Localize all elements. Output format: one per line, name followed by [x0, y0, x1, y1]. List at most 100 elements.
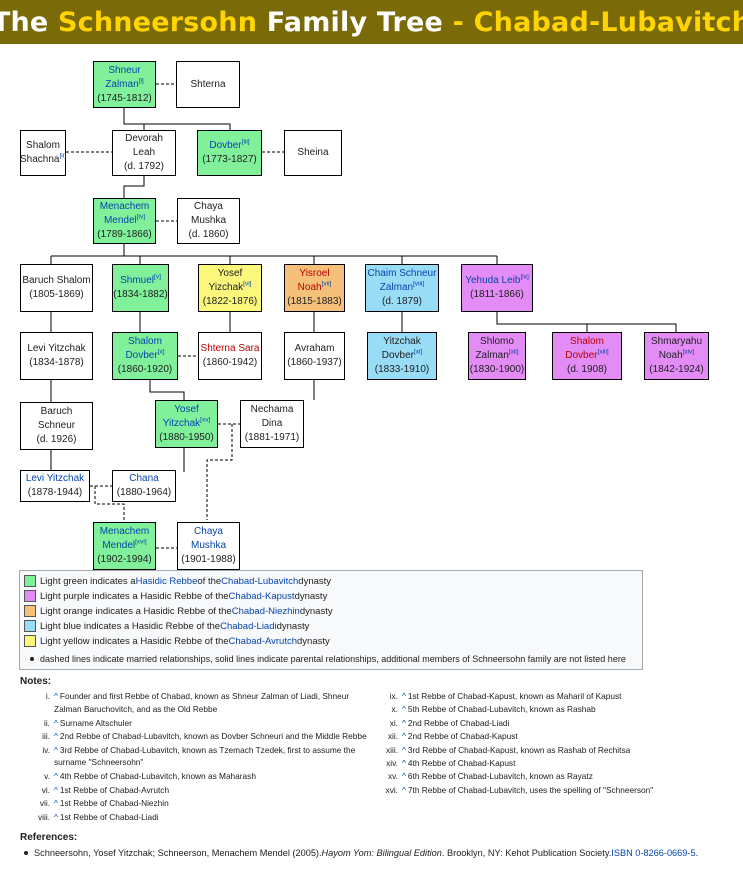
node-shmuel[interactable]: Shmuel[v] (1834-1882) — [112, 264, 169, 312]
name-line[interactable]: Shmuel — [120, 275, 155, 286]
note-backlink[interactable]: ^ — [402, 771, 406, 782]
swatch-yellow — [24, 635, 36, 647]
note-backlink[interactable]: ^ — [54, 744, 58, 755]
name-line[interactable]: Chana — [129, 473, 159, 484]
legend-link[interactable]: Chabad-Niezhin — [231, 605, 300, 617]
footnote-ref[interactable]: [i] — [138, 77, 144, 85]
name-line[interactable]: Yitzchak — [162, 418, 201, 429]
note-backlink[interactable]: ^ — [54, 771, 58, 782]
node-levi-yitzchak-2[interactable]: Levi Yitzchak (1878-1944) — [20, 470, 90, 502]
note-backlink[interactable]: ^ — [402, 744, 406, 755]
name-line[interactable]: Menachem — [99, 201, 150, 212]
years: (1822-1876) — [202, 296, 258, 307]
legend-link[interactable]: Chabad-Liadi — [220, 620, 277, 632]
footnote-ref[interactable]: [vii] — [321, 280, 332, 288]
name-line[interactable]: Dovber — [565, 350, 598, 361]
legend-link[interactable]: Chabad-Lubavitch — [221, 575, 299, 587]
years: (1834-1878) — [29, 357, 84, 368]
footnote-ref[interactable]: [xv] — [200, 416, 211, 424]
node-chana[interactable]: Chana (1880-1964) — [112, 470, 176, 502]
note-backlink[interactable]: ^ — [54, 811, 58, 822]
node-shneur-zalman[interactable]: Shneur Zalman[i] (1745-1812) — [93, 61, 156, 108]
note-backlink[interactable]: ^ — [402, 784, 406, 795]
footnote-ref[interactable]: [xiv] — [682, 348, 695, 356]
name-line[interactable]: Levi Yitzchak — [25, 473, 85, 484]
name-line[interactable]: Menachem — [99, 526, 150, 537]
footnote-ref[interactable]: [xiii] — [597, 348, 609, 356]
node-shalom-dovber[interactable]: Shalom Dovber[x] (1860-1920) — [112, 332, 178, 380]
node-yehuda-leib[interactable]: Yehuda Leib[ix] (1811-1866) — [461, 264, 533, 312]
note-backlink[interactable]: ^ — [402, 717, 406, 728]
name-line[interactable]: Zalman — [105, 78, 139, 90]
name-line[interactable]: Shalom — [570, 336, 604, 347]
name-line[interactable]: Yosef — [174, 404, 199, 415]
years: (1833-1910) — [374, 364, 430, 375]
footnote-ref[interactable]: [xvi] — [135, 538, 147, 546]
note-number: xvi. — [385, 784, 398, 795]
name-line[interactable]: Chaya — [194, 526, 223, 537]
footnote-ref[interactable]: [viii] — [413, 280, 425, 288]
note-backlink[interactable]: ^ — [54, 731, 58, 742]
legend-link[interactable]: Chabad-Avrutch — [228, 635, 298, 647]
years: (1902-1994) — [97, 554, 152, 565]
node-menachem-mendel-schneerson[interactable]: Menachem Mendel[xvi] (1902-1994) — [93, 522, 156, 570]
name-line[interactable]: Mushka — [190, 540, 226, 551]
footnote-ref[interactable]: [vi] — [243, 280, 252, 288]
name-line: Leah — [132, 147, 156, 158]
node-dovber[interactable]: Dovber[iii] (1773-1827) — [197, 130, 262, 176]
note-backlink[interactable]: ^ — [54, 798, 58, 809]
node-shterna-sara[interactable]: Shterna Sara (1860-1942) — [198, 332, 262, 380]
name-line[interactable]: Mendel — [102, 540, 136, 551]
name-line[interactable]: Shalom — [128, 336, 162, 347]
note-item: xiii.^3rd Rebbe of Chabad-Kapust, known … — [386, 744, 702, 757]
isbn-link[interactable]: ISBN 0-8266-0669-5 — [611, 848, 696, 858]
name-line[interactable]: Zalman — [379, 282, 414, 293]
years: (d. 1926) — [36, 434, 77, 445]
node-yosef-yitzchak[interactable]: Yosef Yitzchak[xv] (1880-1950) — [155, 400, 218, 448]
note-backlink[interactable]: ^ — [54, 717, 58, 728]
node-chaya-mushka-2[interactable]: Chaya Mushka (1901-1988) — [177, 522, 240, 570]
name-line: Yosef — [217, 268, 243, 279]
note-backlink[interactable]: ^ — [54, 784, 58, 795]
footnote-ref[interactable]: [x] — [157, 348, 165, 356]
node-shalom-dovber-kapust[interactable]: Shalom Dovber[xiii] (d. 1908) — [552, 332, 622, 380]
name-line[interactable]: Yehuda Leib — [465, 275, 521, 286]
note-backlink[interactable]: ^ — [402, 691, 406, 701]
name-line[interactable]: Shneur — [108, 64, 141, 76]
reference-title: Hayom Yom: Bilingual Edition — [321, 848, 442, 858]
node-chaim-schneur-zalman[interactable]: Chaim Schneur Zalman[viii] (d. 1879) — [365, 264, 439, 312]
name-line[interactable]: Noah — [297, 282, 322, 293]
note-number: xiv. — [386, 758, 398, 768]
note-text: 2nd Rebbe of Chabad-Kapust — [407, 731, 518, 742]
node-menachem-mendel-tzemach-tzedek[interactable]: Menachem Mendel[iv] (1789-1866) — [93, 198, 156, 244]
name-line[interactable]: Dovber — [125, 350, 158, 361]
note-backlink[interactable]: ^ — [402, 731, 406, 742]
footnote-ref[interactable]: [iii] — [241, 138, 250, 146]
name-line[interactable]: Dovber — [209, 140, 242, 151]
note-number: viii. — [38, 811, 50, 822]
references-heading: References: — [20, 832, 78, 843]
note-backlink[interactable]: ^ — [402, 758, 406, 768]
years: (1805-1869) — [29, 289, 84, 300]
years: (1773-1827) — [202, 154, 257, 165]
name-line[interactable]: Shterna Sara — [200, 343, 260, 354]
note-item: xiv.^4th Rebbe of Chabad-Kapust — [386, 757, 702, 770]
footnote-ref[interactable]: [iv] — [136, 213, 146, 221]
footnote-ref[interactable]: [v] — [154, 273, 161, 281]
footnote-ref[interactable]: [ix] — [520, 273, 529, 281]
note-backlink[interactable]: ^ — [54, 691, 58, 701]
footnote-ref[interactable]: [ii] — [59, 152, 67, 160]
note-backlink[interactable]: ^ — [402, 704, 406, 715]
name-line[interactable]: Yisroel — [299, 268, 330, 279]
note-number: ix. — [389, 691, 398, 701]
legend-link[interactable]: Hasidic Rebbe — [135, 575, 198, 587]
footnote-ref[interactable]: [xi] — [413, 348, 423, 356]
legend-link[interactable]: Chabad-Kapust — [228, 590, 295, 602]
footnote-ref[interactable]: [xii] — [508, 348, 519, 356]
node-yisroel-noah[interactable]: Yisroel Noah[vii] (1815-1883) — [284, 264, 345, 312]
name-line[interactable]: Mendel — [103, 215, 137, 226]
node-shmaryahu-noah: Shmaryahu Noah[xiv] (1842-1924) — [644, 332, 709, 380]
name-line[interactable]: Chaim Schneur — [367, 268, 437, 279]
years: (1830-1900) — [469, 364, 525, 375]
